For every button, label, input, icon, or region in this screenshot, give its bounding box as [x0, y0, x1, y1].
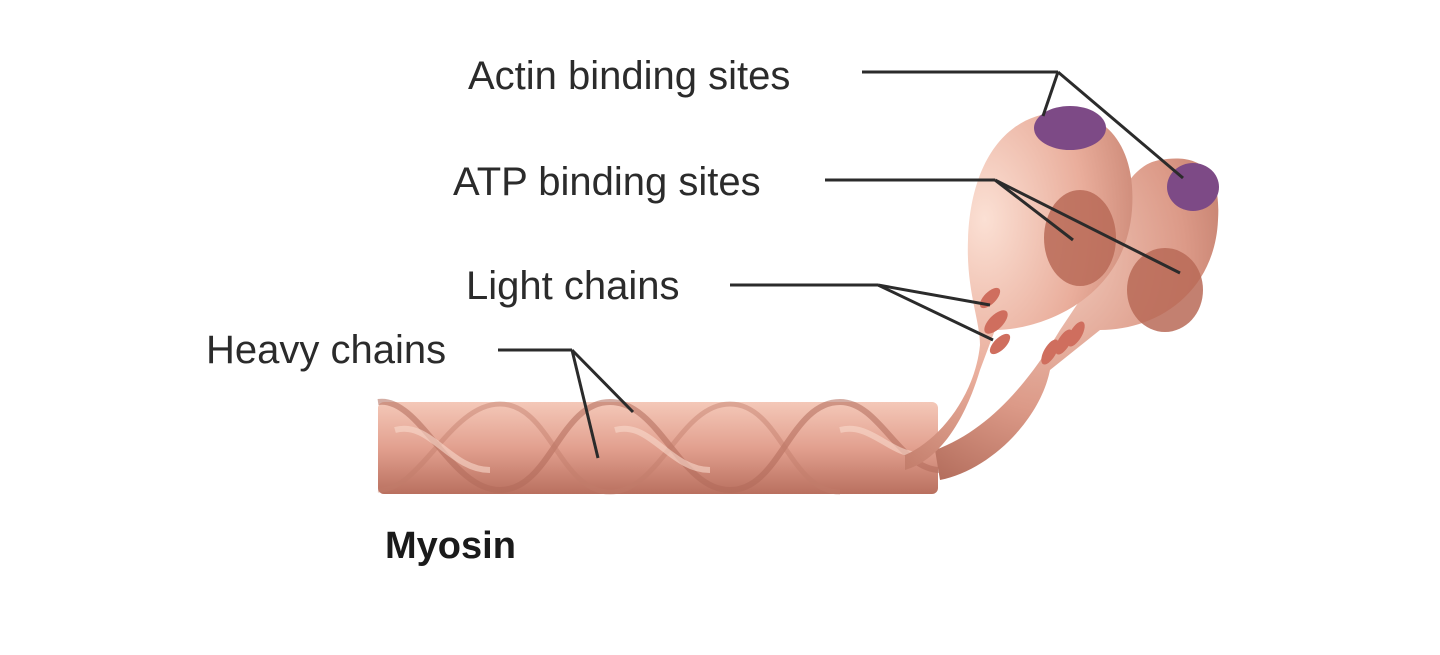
- actin-leader-a: [1041, 71, 1060, 117]
- diagram-title: Myosin: [385, 525, 516, 567]
- light-leader-a: [877, 283, 991, 307]
- heavy-chain-tail: [377, 398, 941, 495]
- leader-lines: [498, 70, 1184, 459]
- myosin-head-back: [935, 158, 1219, 480]
- atp-site-back: [1127, 248, 1203, 332]
- atp-binding-sites-label: ATP binding sites: [453, 160, 761, 204]
- actin-binding-sites-label: Actin binding sites: [468, 54, 791, 98]
- actin-site-front: [1034, 106, 1106, 150]
- light-chains-label: Light chains: [466, 264, 680, 308]
- heavy-leader-a: [570, 348, 635, 414]
- atp-leader-a: [994, 178, 1074, 242]
- heavy-leader-b: [570, 349, 600, 459]
- light-leader-b: [877, 283, 994, 342]
- actin-leader-b: [1057, 70, 1184, 180]
- heavy-chains-label: Heavy chains: [206, 328, 447, 372]
- atp-leader-b: [994, 178, 1181, 275]
- light-chains-back: [1041, 321, 1085, 365]
- atp-site-front: [1044, 190, 1116, 286]
